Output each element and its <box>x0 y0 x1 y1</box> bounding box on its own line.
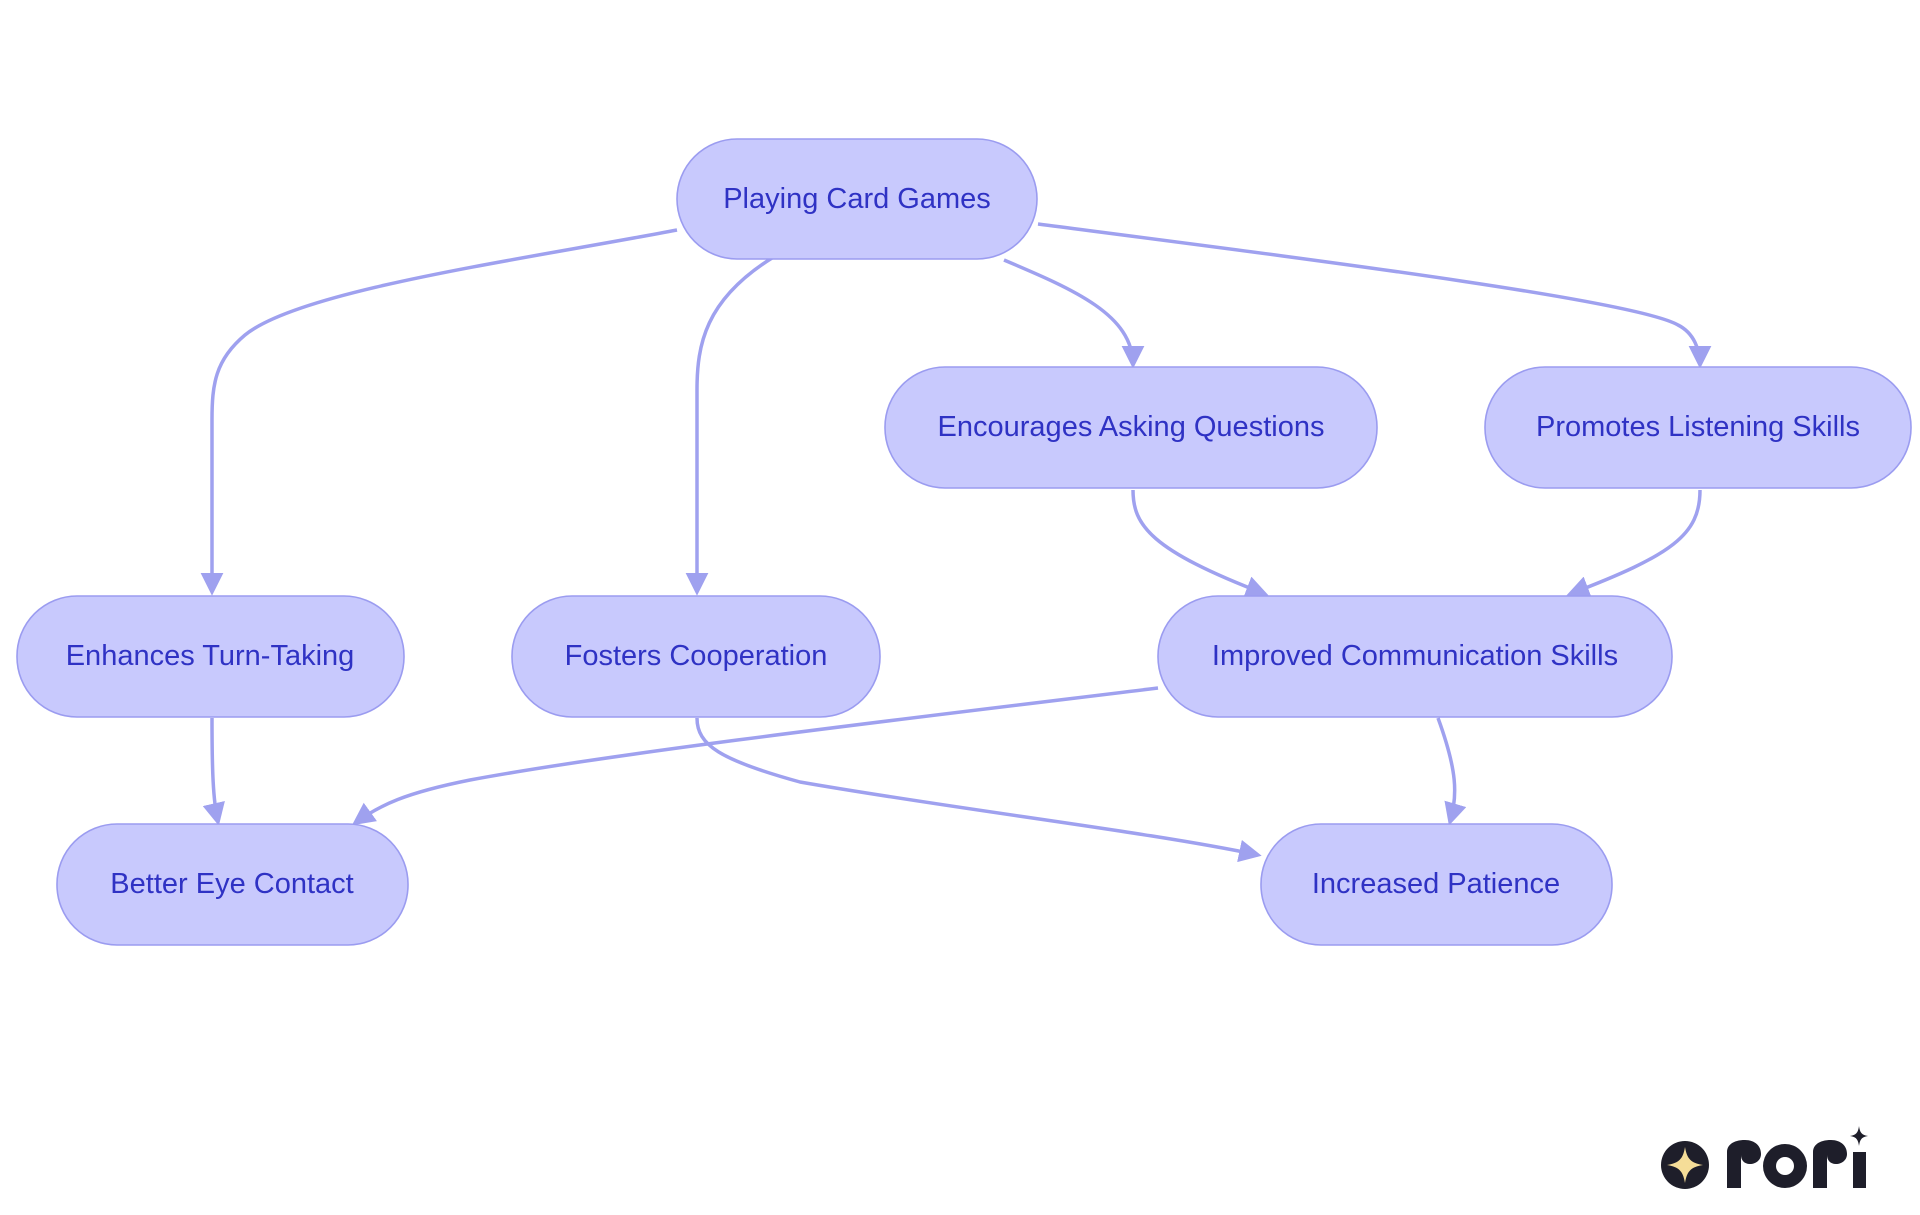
node-label: Increased Patience <box>1312 868 1560 900</box>
edge-turn-taking-to-eye-contact <box>202 717 225 826</box>
node-label: Promotes Listening Skills <box>1536 411 1860 443</box>
edge-communication-to-patience <box>1436 717 1467 826</box>
edge-communication-to-eye-contact <box>351 686 1159 826</box>
node-label: Fosters Cooperation <box>565 640 828 672</box>
node-label: Improved Communication Skills <box>1212 640 1618 672</box>
edge-playing-to-questions <box>1003 258 1145 369</box>
sparkle-star-icon <box>1661 1141 1709 1189</box>
edge-cooperation-to-patience <box>695 717 1262 863</box>
node-encourages-asking-questions: Encourages Asking Questions <box>884 366 1378 489</box>
node-better-eye-contact: Better Eye Contact <box>56 823 409 946</box>
node-label: Playing Card Games <box>723 183 991 215</box>
node-increased-patience: Increased Patience <box>1260 823 1613 946</box>
node-improved-communication-skills: Improved Communication Skills <box>1157 595 1673 718</box>
node-promotes-listening-skills: Promotes Listening Skills <box>1484 366 1912 489</box>
edge-playing-to-listening <box>1037 222 1712 369</box>
node-enhances-turn-taking: Enhances Turn-Taking <box>16 595 405 718</box>
rori-wordmark <box>1727 1126 1868 1188</box>
rori-logo <box>1661 1126 1868 1189</box>
edges <box>200 222 1712 863</box>
edge-playing-to-turn-taking <box>200 228 678 596</box>
node-label: Encourages Asking Questions <box>938 411 1325 443</box>
node-label: Better Eye Contact <box>110 868 353 900</box>
node-label: Enhances Turn-Taking <box>66 640 355 672</box>
edge-questions-to-communication <box>1131 489 1269 598</box>
edge-listening-to-communication <box>1566 489 1702 598</box>
edge-playing-to-cooperation <box>685 256 773 596</box>
node-fosters-cooperation: Fosters Cooperation <box>511 595 881 718</box>
node-playing-card-games: Playing Card Games <box>676 138 1038 260</box>
